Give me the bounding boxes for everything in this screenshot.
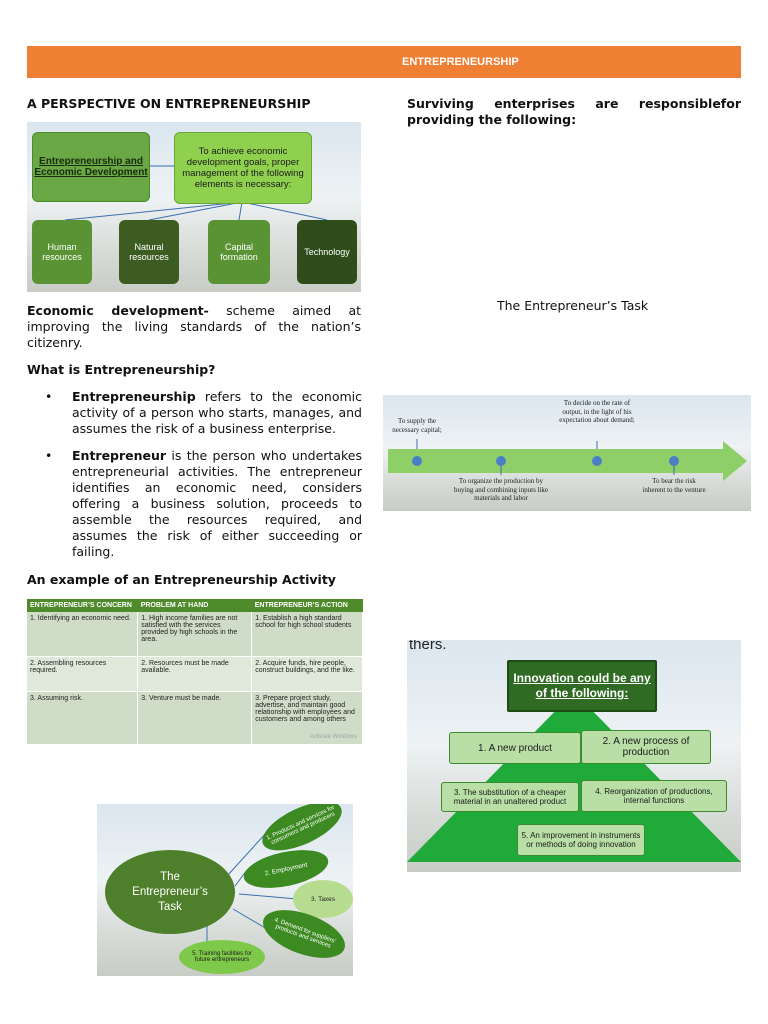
example-table: ENTREPRENEUR’S CONCERN PROBLEM AT HAND E… [27,599,363,744]
what-is-heading: What is Entrepreneurship? [27,362,216,377]
timeline-label: To organize the production by buying and… [453,477,549,502]
innovation-item: 4. Reorganization of productions, intern… [581,780,727,812]
element-human-resources: Human resources [32,220,92,284]
innovation-item: 2. A new process of production [581,730,711,764]
timeline-arrow [388,439,747,481]
bullet-text: Entrepreneurship refers to the economic … [72,389,362,437]
table-cell: 1. High income families are not satisfie… [137,612,253,657]
element-capital-formation: Capital formation [208,220,270,284]
bullet-text: Entrepreneur is the person who undertake… [72,448,362,560]
table-header-row: ENTREPRENEUR’S CONCERN PROBLEM AT HAND E… [27,599,363,612]
bullet-dot: • [45,389,53,404]
table-cell: 3. Assuming risk. [27,691,139,744]
mindmap-node: 5. Training facilities for future entrep… [179,940,265,974]
table-cell: 3. Prepare project study, advertise, and… [251,691,363,744]
table-row: 3. Assuming risk. 3. Venture must be mad… [27,691,363,744]
example-heading: An example of an Entrepreneurship Activi… [27,572,336,587]
banner-title: ENTREPRENEURSHIP [402,56,519,68]
task-title: The Entrepreneur’s Task [497,298,649,313]
element-natural-resources: Natural resources [119,220,179,284]
innovation-item: 5. An improvement in instruments or meth… [517,824,645,856]
table-cell: 1. Identifying an economic need. [27,612,139,657]
bullet-term: Entrepreneurship [72,389,196,404]
innovation-title: Innovation could be any of the following… [507,660,657,712]
econ-dev-paragraph: Economic development- scheme aimed at im… [27,303,361,351]
econ-dev-definition: scheme aimed at improving the living sta… [27,303,361,350]
innovation-pyramid-image: thers. Innovation could be any of the fo… [407,640,741,872]
table-row: 1. Identifying an economic need. 1. High… [27,612,363,657]
element-technology: Technology [297,220,357,284]
econ-dev-term: Economic development- [27,303,209,318]
task-timeline-image: To supply the necessary capital; To orga… [383,395,751,511]
goal-box: To achieve economic development goals, p… [174,132,312,204]
table-header: PROBLEM AT HAND [137,599,252,612]
bullet-term: Entrepreneur [72,448,167,463]
cut-off-text: thers. [409,640,447,653]
header-banner: ENTREPRENEURSHIP [27,46,741,78]
mindmap-image: The Entrepreneur’s Task 1. Products and … [97,804,353,976]
table-header: ENTREPRENEUR’S CONCERN [27,599,138,612]
innovation-item: 1. A new product [449,732,581,764]
entrepreneurship-econ-dev-box: Entrepreneurship and Economic Developmen… [32,132,150,202]
table-header: ENTREPRENEUR’S ACTION [251,599,363,612]
table-cell: 2. Resources must be made available. [137,656,253,692]
example-table-image: ENTREPRENEUR’S CONCERN PROBLEM AT HAND E… [27,599,363,744]
activate-windows-watermark: Activate Windows [309,734,357,740]
bullet-definition: is the person who undertakes entrepreneu… [72,448,362,559]
timeline-label: To bear the risk inherent to the venture [642,477,706,494]
econ-dev-diagram: Entrepreneurship and Economic Developmen… [27,122,361,292]
perspective-heading: A PERSPECTIVE ON ENTREPRENEURSHIP [27,96,311,111]
bullet-dot: • [45,448,53,463]
mindmap-center: The Entrepreneur’s Task [105,850,235,934]
surviving-heading: Surviving enterprises are responsiblefor… [407,96,741,127]
table-cell: 2. Assembling resources required. [27,656,139,692]
innovation-item: 3. The substitution of a cheaper materia… [441,782,579,812]
diagram-connectors [64,165,328,221]
table-cell: 2. Acquire funds, hire people, construct… [251,656,363,692]
timeline-label: To decide on the rate of output, in the … [559,399,635,424]
table-cell: 3. Venture must be made. [137,691,253,744]
pyramid-shape [407,692,741,862]
bullet-definition: refers to the economic activity of a per… [72,389,362,436]
timeline-label: To supply the necessary capital; [392,417,442,434]
table-row: 2. Assembling resources required. 2. Res… [27,656,363,692]
table-cell: 1. Establish a high standard school for … [251,612,363,657]
